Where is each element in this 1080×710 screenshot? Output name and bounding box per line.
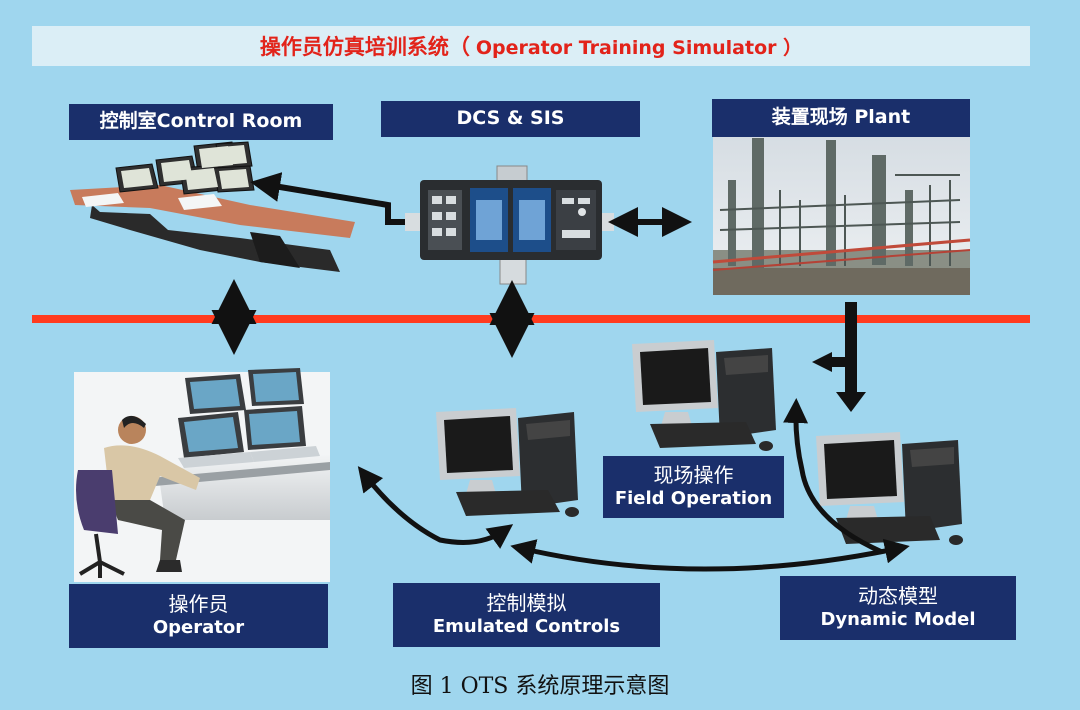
dynamic-model-en: Dynamic Model <box>820 609 976 631</box>
field-operation-en: Field Operation <box>614 488 773 510</box>
plant-photo-image <box>712 137 971 295</box>
dynamic-model-computer-image <box>816 432 963 545</box>
plant-to-dynamic-model-arrow <box>812 302 866 412</box>
emulated-controls-en: Emulated Controls <box>432 616 621 638</box>
title-en: Operator Training Simulator ） <box>475 36 803 59</box>
dynamic-model-zh: 动态模型 <box>858 584 938 609</box>
dcs-sis-label: DCS & SIS <box>381 101 640 137</box>
dcs-to-control-room-arrow <box>250 172 405 225</box>
dcs-sis-text: DCS & SIS <box>456 107 565 130</box>
title-banner: 操作员仿真培训系统（ Operator Training Simulator ） <box>32 26 1030 66</box>
emulated-controls-computer-image <box>436 408 579 517</box>
operator-label: 操作员 Operator <box>69 584 328 648</box>
field-operation-zh: 现场操作 <box>653 463 734 488</box>
dcs-cabinet-image <box>405 165 614 285</box>
emulated-dynamic-arrow <box>510 538 910 572</box>
operator-workstation-image <box>74 368 330 582</box>
plant-text: 装置现场 Plant <box>771 106 911 129</box>
emulated-controls-label: 控制模拟 Emulated Controls <box>393 583 660 647</box>
divider-line <box>32 315 1030 323</box>
figure-caption: 图 1 OTS 系统原理示意图 <box>410 674 670 699</box>
control-room-console-image <box>70 141 355 272</box>
dynamic-model-label: 动态模型 Dynamic Model <box>780 576 1016 640</box>
title-zh: 操作员仿真培训系统（ <box>259 35 470 59</box>
field-operation-label: 现场操作 Field Operation <box>603 456 784 518</box>
dynamic-to-field-arrow <box>783 398 884 555</box>
bottom-curved-arrows <box>357 398 910 572</box>
top-arrows <box>250 172 692 237</box>
emulated-controls-zh: 控制模拟 <box>486 591 567 616</box>
control-room-label: 控制室Control Room <box>69 104 333 140</box>
field-operation-computer-image <box>632 340 776 451</box>
control-room-text: 控制室Control Room <box>99 110 303 133</box>
operator-zh: 操作员 <box>168 592 229 617</box>
plant-label: 装置现场 Plant <box>712 99 970 137</box>
operator-emulated-arrow <box>357 466 514 549</box>
operator-en: Operator <box>152 617 245 639</box>
vertical-arrows <box>211 279 535 358</box>
